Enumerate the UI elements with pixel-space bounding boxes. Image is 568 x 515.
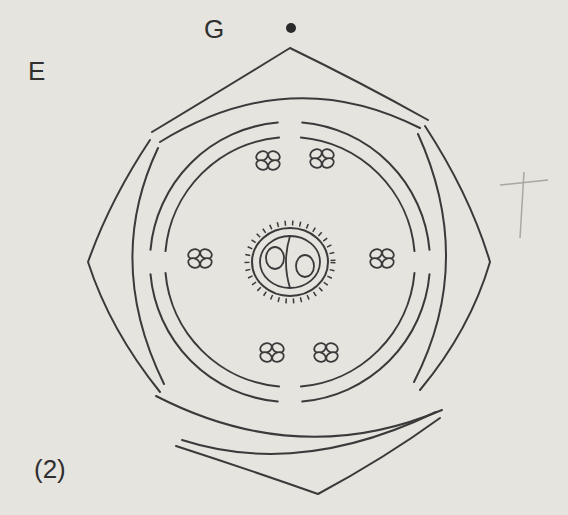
- bract: [176, 418, 440, 494]
- sepal: [132, 148, 164, 384]
- bract: [156, 396, 442, 437]
- sepal: [160, 98, 420, 142]
- flower-outline: [88, 23, 490, 494]
- sepal: [88, 140, 160, 392]
- mother-axis: [286, 23, 296, 33]
- diagram-label: (2): [34, 456, 66, 482]
- stamens: [187, 147, 396, 363]
- diagram-label: G: [204, 16, 224, 42]
- petal: [301, 273, 415, 387]
- sepal: [152, 48, 428, 132]
- diagram-label: E: [28, 58, 45, 84]
- petal: [166, 273, 280, 387]
- sepal: [414, 134, 446, 382]
- ovary: [247, 223, 333, 301]
- bract: [182, 412, 436, 454]
- pencil-mark: [500, 172, 548, 238]
- petal: [301, 138, 415, 252]
